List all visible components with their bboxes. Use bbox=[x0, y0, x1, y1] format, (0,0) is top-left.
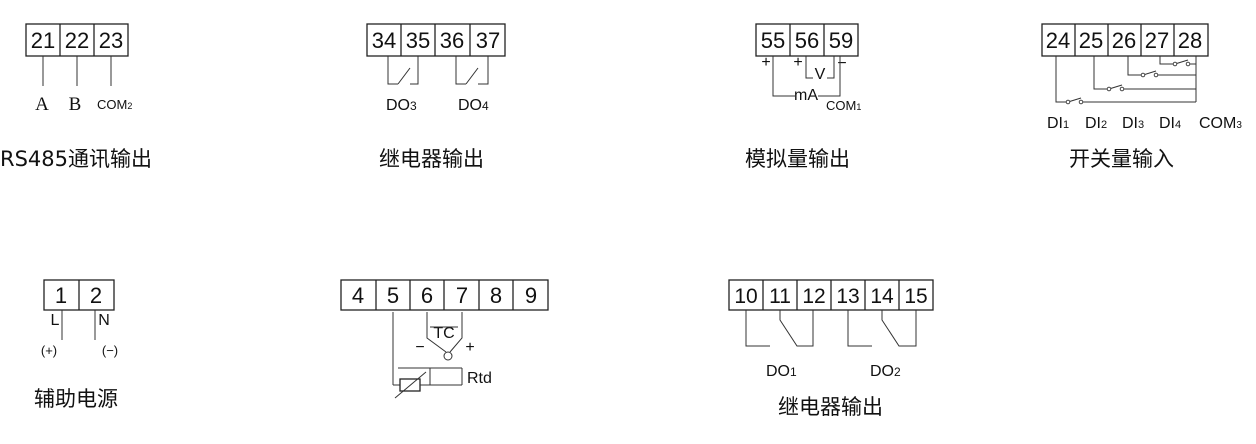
relay-output-1-caption: 继电器输出 bbox=[379, 147, 484, 171]
di2-label: DI2 bbox=[1085, 115, 1107, 132]
terminal-7: 7 bbox=[456, 283, 468, 308]
rs485-label-b: B bbox=[69, 94, 82, 115]
do1-label: DO1 bbox=[766, 363, 797, 380]
terminal-1: 1 bbox=[55, 283, 67, 308]
analog-ma-label: mA bbox=[794, 87, 818, 104]
relay-output-2-caption: 继电器输出 bbox=[778, 395, 883, 419]
com3-label: COM3 bbox=[1199, 115, 1242, 132]
tc-minus: − bbox=[415, 339, 424, 356]
temperature-input-block: 4 5 6 7 8 9 TC − + Rtd bbox=[340, 279, 549, 399]
switch-input-terminal-frame bbox=[1041, 23, 1209, 57]
di1-label: DI1 bbox=[1047, 115, 1069, 132]
aux-plus-label: (+) bbox=[41, 343, 57, 358]
terminal-4: 4 bbox=[352, 283, 364, 308]
terminal-28: 28 bbox=[1178, 28, 1202, 53]
rs485-label-com: COM2 bbox=[97, 97, 132, 112]
terminal-13: 13 bbox=[836, 285, 859, 308]
terminal-34: 34 bbox=[372, 28, 396, 53]
relay-output-1-terminal-frame bbox=[366, 23, 506, 57]
terminal-55: 55 bbox=[761, 28, 785, 53]
terminal-2: 2 bbox=[90, 283, 102, 308]
aux-minus-label: (−) bbox=[102, 343, 118, 358]
di4-label: DI4 bbox=[1159, 115, 1181, 132]
terminal-22: 22 bbox=[65, 28, 89, 53]
terminal-35: 35 bbox=[406, 28, 430, 53]
terminal-56: 56 bbox=[795, 28, 819, 53]
terminal-5: 5 bbox=[387, 283, 399, 308]
relay-output-1-block: 34 35 36 37 DO3 DO4 继电器输出 bbox=[366, 23, 506, 171]
terminal-25: 25 bbox=[1079, 28, 1103, 53]
terminal-15: 15 bbox=[904, 285, 927, 308]
terminal-36: 36 bbox=[440, 28, 464, 53]
terminal-14: 14 bbox=[870, 285, 894, 308]
rs485-caption: RS485通讯输出 bbox=[0, 147, 152, 171]
analog-output-block: 55 56 59 + + V − mA COM1 模拟量输出 bbox=[745, 23, 861, 171]
terminal-26: 26 bbox=[1112, 28, 1136, 53]
terminal-10: 10 bbox=[734, 285, 757, 308]
analog-output-caption: 模拟量输出 bbox=[745, 147, 850, 171]
terminal-9: 9 bbox=[525, 283, 537, 308]
switch-input-block: 24 25 26 27 28 DI1 DI2 DI3 DI4 COM bbox=[1041, 23, 1242, 171]
terminal-27: 27 bbox=[1145, 28, 1169, 53]
analog-com-label: COM1 bbox=[826, 98, 861, 113]
tc-label: TC bbox=[433, 325, 454, 342]
analog-output-terminal-frame bbox=[755, 23, 859, 57]
terminal-21: 21 bbox=[31, 28, 55, 53]
di3-label: DI3 bbox=[1122, 115, 1144, 132]
switch-input-caption: 开关量输入 bbox=[1069, 147, 1174, 171]
aux-power-caption: 辅助电源 bbox=[34, 387, 118, 411]
tc-plus: + bbox=[465, 339, 474, 356]
terminal-59: 59 bbox=[829, 28, 853, 53]
analog-v-label: V bbox=[815, 66, 826, 83]
aux-power-block: 1 2 L N (+) (−) 辅助电源 bbox=[34, 279, 118, 411]
analog-plus-1: + bbox=[761, 54, 770, 71]
terminal-24: 24 bbox=[1046, 28, 1070, 53]
rs485-block: 21 22 23 A B COM2 RS485通讯输出 bbox=[0, 23, 152, 171]
rtd-label: Rtd bbox=[467, 370, 492, 387]
relay-output-2-block: 10 11 12 13 14 15 DO1 DO2 继电器输出 bbox=[728, 279, 934, 419]
terminal-11: 11 bbox=[769, 285, 791, 308]
do3-label: DO3 bbox=[386, 97, 417, 114]
rs485-label-a: A bbox=[35, 94, 49, 115]
terminal-6: 6 bbox=[421, 283, 433, 308]
analog-minus: − bbox=[837, 55, 846, 72]
terminal-23: 23 bbox=[99, 28, 123, 53]
do4-label: DO4 bbox=[458, 97, 489, 114]
terminal-12: 12 bbox=[802, 285, 825, 308]
analog-plus-2: + bbox=[793, 54, 802, 71]
terminal-37: 37 bbox=[476, 28, 500, 53]
terminal-8: 8 bbox=[490, 283, 502, 308]
aux-n-label: N bbox=[98, 312, 110, 329]
do2-label: DO2 bbox=[870, 363, 901, 380]
aux-l-label: L bbox=[51, 312, 60, 329]
